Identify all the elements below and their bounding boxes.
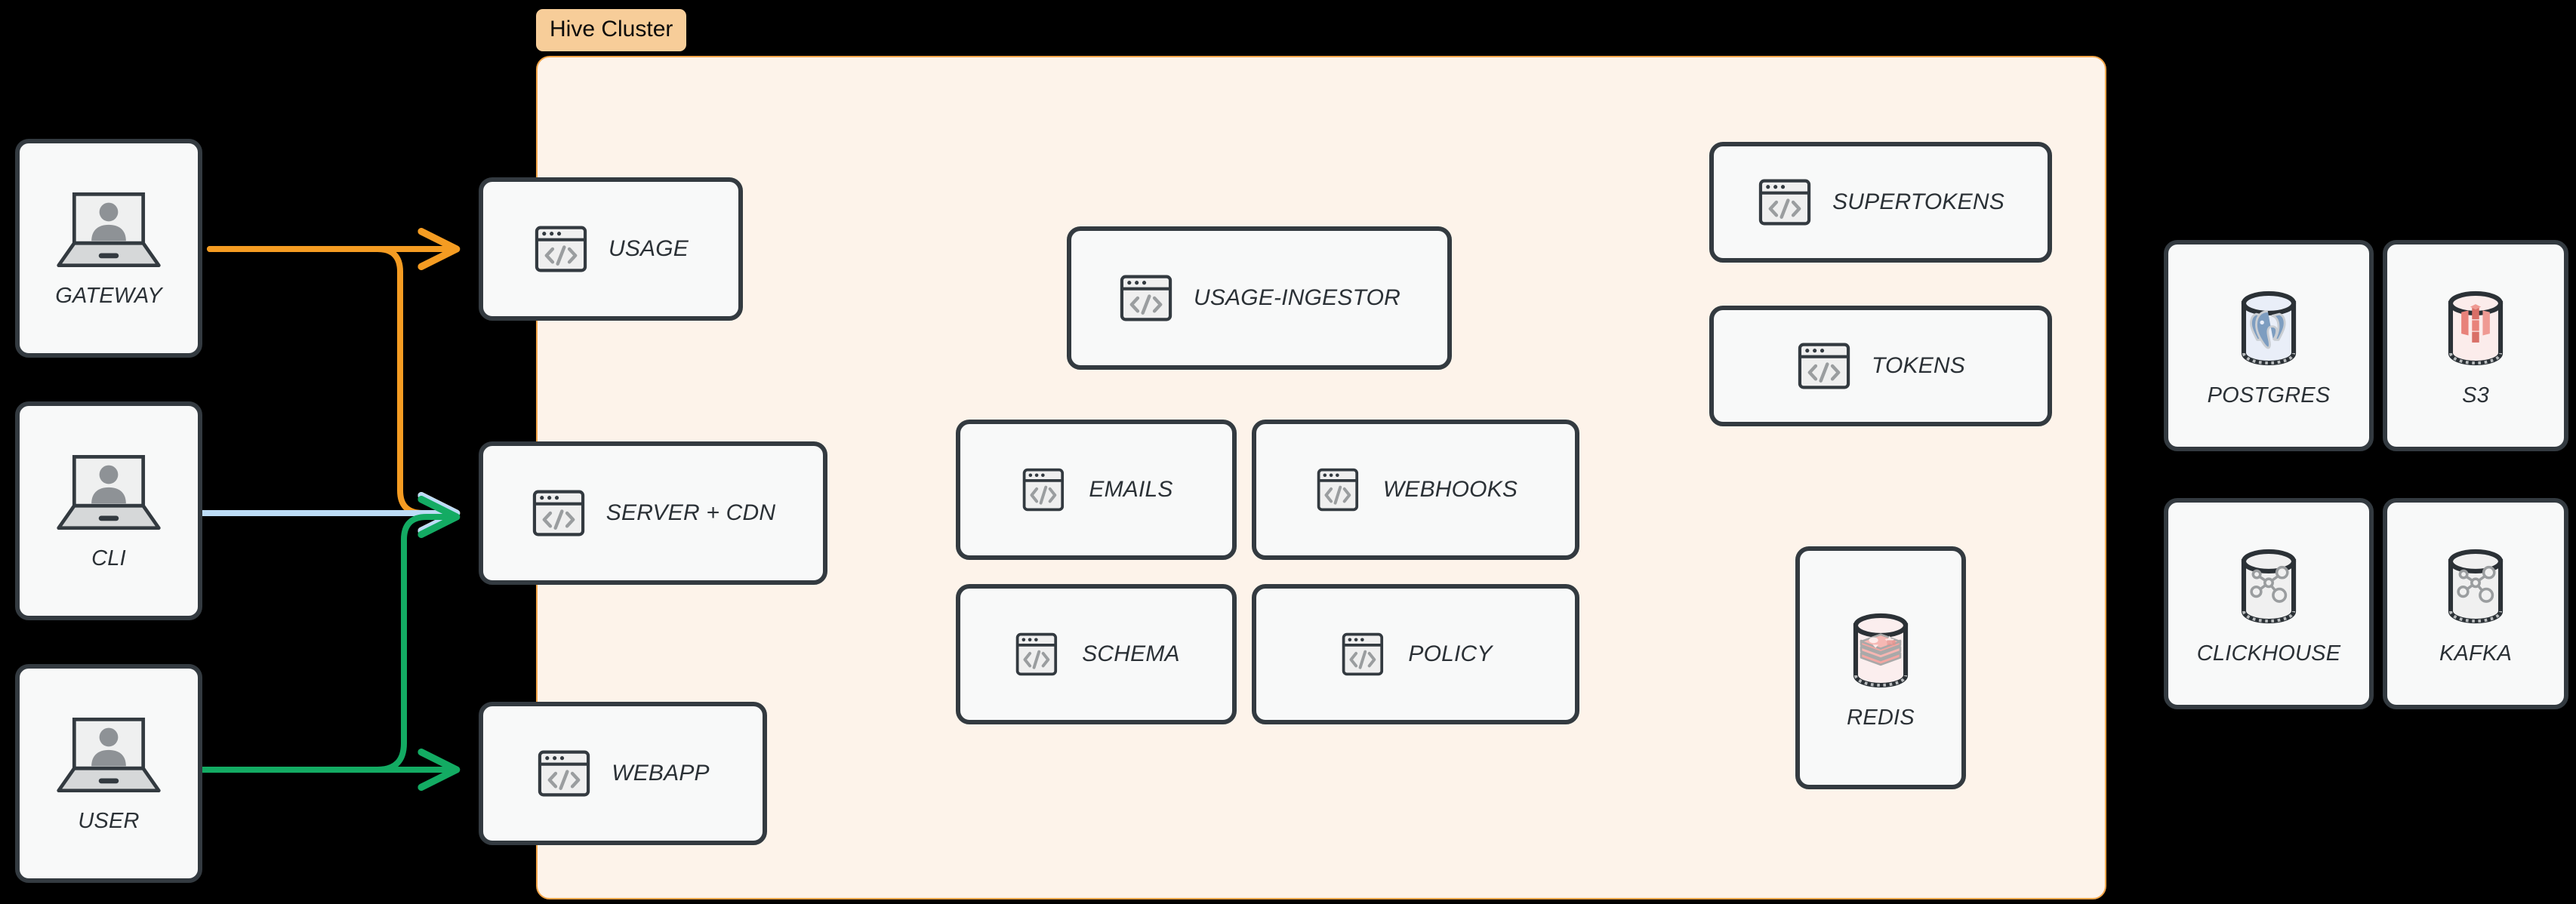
gateway-to-server-edge [207,246,461,534]
service-label-emails: EMAILS [1089,477,1173,502]
store-node-postgres[interactable]: POSTGRES [2164,240,2374,451]
store-label-postgres: POSTGRES [2207,383,2331,407]
service-node-tokens[interactable]: TOKENS [1709,306,2052,426]
service-label-supertokens: SUPERTOKENS [1832,189,2004,214]
code-window-icon [1796,338,1852,394]
service-label-usage: USAGE [608,236,689,261]
user-to-server-edge [199,496,461,773]
store-label-s3: S3 [2462,383,2489,407]
store-node-s3[interactable]: S3 [2383,240,2568,451]
service-node-usage-ingestor[interactable]: USAGE-INGESTOR [1067,226,1452,370]
client-node-gateway[interactable]: GATEWAY [15,139,202,358]
laptop-user-icon [52,714,165,798]
service-label-policy: POLICY [1408,641,1493,666]
store-label-kafka: KAFKA [2439,641,2513,666]
service-node-policy[interactable]: POLICY [1252,584,1579,724]
client-node-user[interactable]: USER [15,664,202,883]
service-label-schema: SCHEMA [1082,641,1180,666]
hive-cluster-label: Hive Cluster [536,9,687,51]
service-label-redis: REDIS [1847,705,1915,730]
s3-database-icon [2431,284,2520,373]
postgres-database-icon [2224,284,2313,373]
service-label-webapp: WEBAPP [612,761,710,786]
client-label-user: USER [78,808,140,833]
service-node-emails[interactable]: EMAILS [956,420,1237,560]
code-window-icon [531,485,587,541]
service-node-usage[interactable]: USAGE [479,177,743,321]
code-window-icon [1012,629,1062,679]
laptop-user-icon [52,189,165,273]
code-window-icon [1019,465,1069,515]
redis-database-icon [1836,606,1925,695]
service-label-server-cdn: SERVER + CDN [605,500,776,525]
code-window-icon [1757,174,1813,230]
service-node-server-cdn[interactable]: SERVER + CDN [479,441,827,585]
generic-database-icon [2224,542,2313,631]
service-node-redis[interactable]: REDIS [1795,546,1966,789]
store-node-kafka[interactable]: KAFKA [2383,498,2568,709]
service-label-webhooks: WEBHOOKS [1382,477,1518,502]
service-label-tokens: TOKENS [1871,353,1965,378]
laptop-user-icon [52,451,165,536]
store-label-clickhouse: CLICKHOUSE [2196,641,2341,666]
service-node-schema[interactable]: SCHEMA [956,584,1237,724]
client-label-gateway: GATEWAY [55,283,162,308]
code-window-icon [1314,465,1363,515]
client-label-cli: CLI [91,546,126,570]
store-node-clickhouse[interactable]: CLICKHOUSE [2164,498,2374,709]
service-node-webhooks[interactable]: WEBHOOKS [1252,420,1579,560]
client-node-cli[interactable]: CLI [15,401,202,620]
service-node-supertokens[interactable]: SUPERTOKENS [1709,142,2052,263]
code-window-icon [1339,629,1388,679]
service-node-webapp[interactable]: WEBAPP [479,702,767,845]
code-window-icon [536,746,592,801]
code-window-icon [533,221,589,277]
generic-database-icon [2431,542,2520,631]
service-label-usage-ingestor: USAGE-INGESTOR [1194,285,1400,310]
code-window-icon [1118,270,1174,326]
